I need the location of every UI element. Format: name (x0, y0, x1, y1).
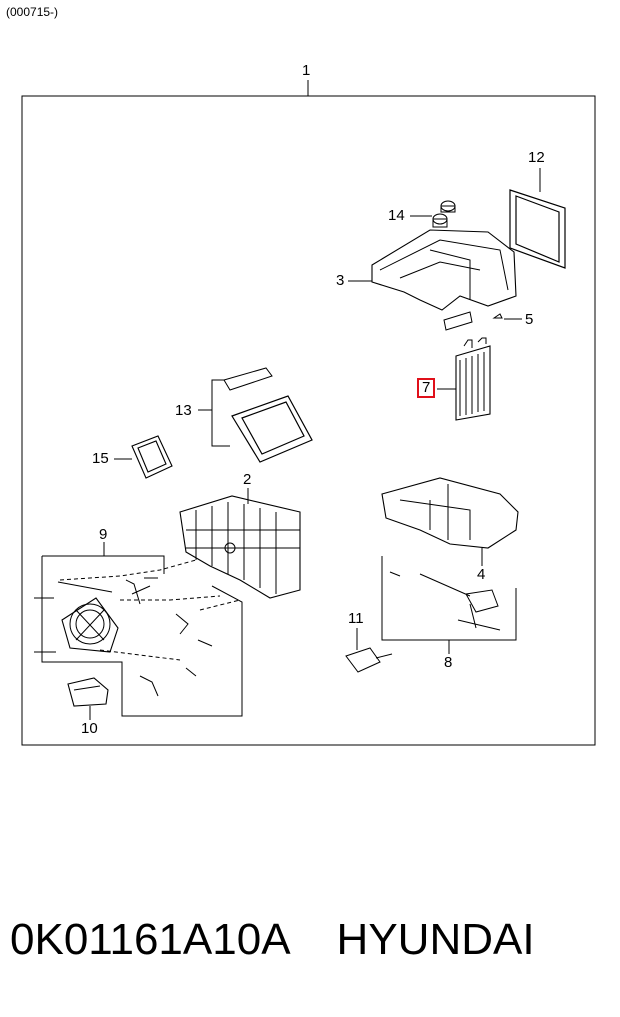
part-3-upper-case (371, 229, 517, 311)
part-2-center-case (179, 495, 301, 599)
part-14-bushings (432, 200, 456, 228)
callout-3: 3 (336, 272, 345, 289)
part-13-filter-a (223, 367, 273, 391)
callout-10: 10 (81, 720, 98, 737)
model-code: (000715-) (6, 5, 59, 19)
assembly-frame (21, 95, 596, 746)
brand-name: HYUNDAI (336, 915, 535, 964)
callout-9: 9 (99, 526, 108, 543)
part-12-filter-frame (509, 189, 566, 269)
part-11-actuator (345, 647, 381, 673)
part-4-lower-case (381, 477, 519, 549)
part-5-clip (492, 313, 503, 319)
part-13-filter-b (231, 395, 313, 463)
part-8-bracket (381, 556, 517, 641)
part-9-blower-door (61, 597, 119, 653)
callout-12: 12 (528, 149, 545, 166)
callout-15: 15 (92, 450, 109, 467)
footer: 0K01161A10A HYUNDAI (10, 912, 610, 968)
callout-1: 1 (302, 62, 311, 79)
part-15-small-filter (131, 435, 173, 479)
part-7-heater-core (455, 337, 491, 421)
part-10-actuator (67, 677, 109, 707)
callout-13: 13 (175, 402, 192, 419)
callout-11: 11 (348, 610, 364, 627)
callout-8: 8 (444, 654, 453, 671)
callout-4: 4 (477, 566, 486, 583)
part-9-bracket (42, 555, 165, 574)
callout-5: 5 (525, 311, 534, 328)
callout-14: 14 (388, 207, 405, 224)
part-number: 0K01161A10A (10, 915, 291, 964)
callout-2: 2 (243, 471, 252, 488)
callout-7[interactable]: 7 (416, 378, 436, 398)
